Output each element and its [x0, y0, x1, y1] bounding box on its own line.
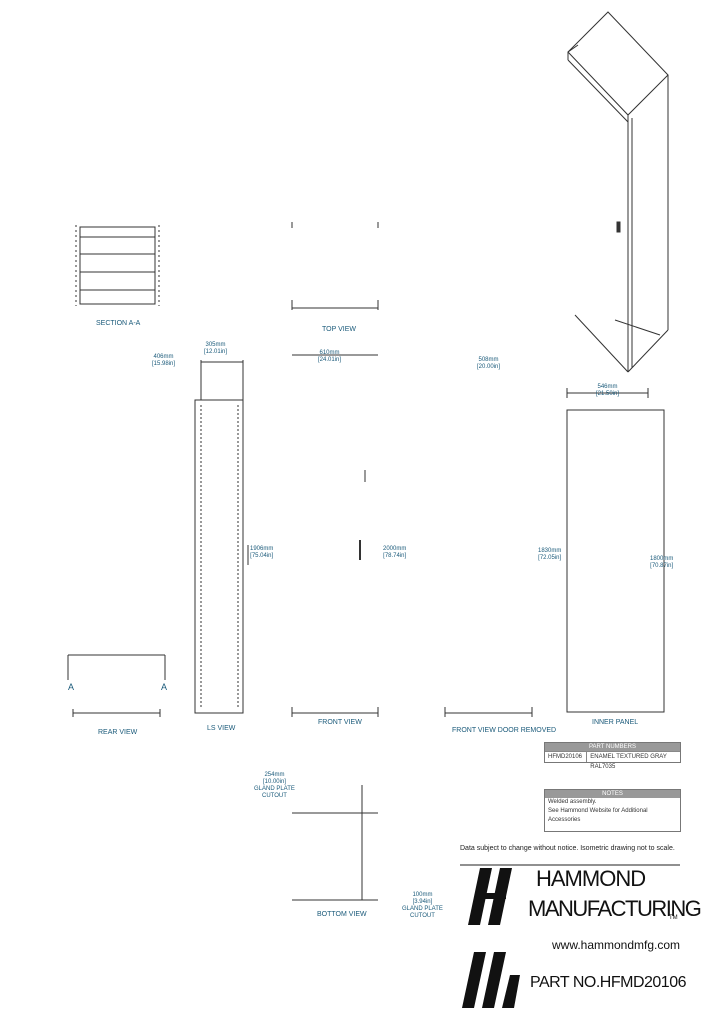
rear-view-label: REAR VIEW: [98, 729, 138, 736]
section-view: [75, 225, 160, 306]
dimension-width-front: 610mm [24.01in]: [318, 350, 342, 363]
dimension-depth-ls: 305mm [12.01in]: [204, 342, 228, 355]
notes-line-2: See Hammond Website for Additional Acces…: [548, 808, 648, 823]
top-view-label: TOP VIEW: [322, 326, 356, 333]
dimension-depth-total: 406mm [15.98in]: [152, 354, 176, 367]
dimension-height-front: 2000mm [78.74in]: [383, 546, 407, 559]
disclaimer-text: Data subject to change without notice. I…: [460, 845, 675, 852]
part-number-title: PART NO.HFMD20106: [530, 974, 687, 991]
rear-view: [67, 654, 166, 717]
section-marker-right: A: [161, 682, 168, 692]
dimension-height-inner: 1800mm [70.87in]: [650, 556, 674, 569]
bottom-view-label: BOTTOM VIEW: [317, 911, 367, 918]
front-door-removed-label: FRONT VIEW DOOR REMOVED: [452, 727, 557, 734]
inner-panel-view: [566, 388, 665, 713]
section-view-label: SECTION A-A: [96, 320, 141, 327]
hammond-logo-icon: [462, 868, 520, 1008]
top-view: [291, 222, 379, 310]
part-numbers-table: PART NUMBERS HFMD20106 ENAMEL TEXTURED G…: [544, 742, 681, 770]
isometric-cabinet: [567, 11, 669, 373]
dimension-gland-plate-depth: 100mm [3.94in] GLAND PLATE CUTOUT: [402, 892, 443, 919]
section-marker-left: A: [68, 682, 75, 692]
part-description-cell: ENAMEL TEXTURED GRAY RAL7035: [590, 754, 667, 770]
brand-website: www.hammondmfg.com: [552, 938, 681, 952]
dimension-width-door-removed: 508mm [20.00in]: [477, 357, 501, 370]
part-number-cell: HFMD20106: [545, 752, 588, 762]
ls-view-label: LS VIEW: [207, 725, 236, 732]
part-numbers-header: PART NUMBERS: [545, 743, 680, 751]
dimension-height-ls: 1906mm [75.04in]: [250, 546, 274, 559]
brand-name-line2: MANUFACTURING: [528, 896, 702, 921]
ls-view: [194, 360, 249, 714]
notes-header: NOTES: [545, 790, 680, 798]
bottom-view: [292, 785, 378, 901]
dimension-width-inner: 546mm [21.50in]: [596, 384, 620, 397]
brand-name-line1: HAMMOND: [536, 866, 646, 891]
notes-table: NOTES Welded assembly. See Hammond Websi…: [544, 789, 681, 832]
front-view-label: FRONT VIEW: [318, 719, 362, 726]
brand-trademark: TM: [669, 915, 678, 921]
notes-line-1: Welded assembly.: [548, 799, 597, 805]
front-view: [291, 354, 379, 717]
table-row: HFMD20106 ENAMEL TEXTURED GRAY RAL7035: [545, 751, 680, 770]
dimension-height-door-removed: 1830mm [72.05in]: [538, 548, 562, 561]
dimension-gland-plate-width: 254mm [10.00in] GLAND PLATE CUTOUT: [254, 772, 295, 799]
front-door-removed-view: [444, 707, 533, 717]
inner-panel-label: INNER PANEL: [592, 719, 639, 726]
